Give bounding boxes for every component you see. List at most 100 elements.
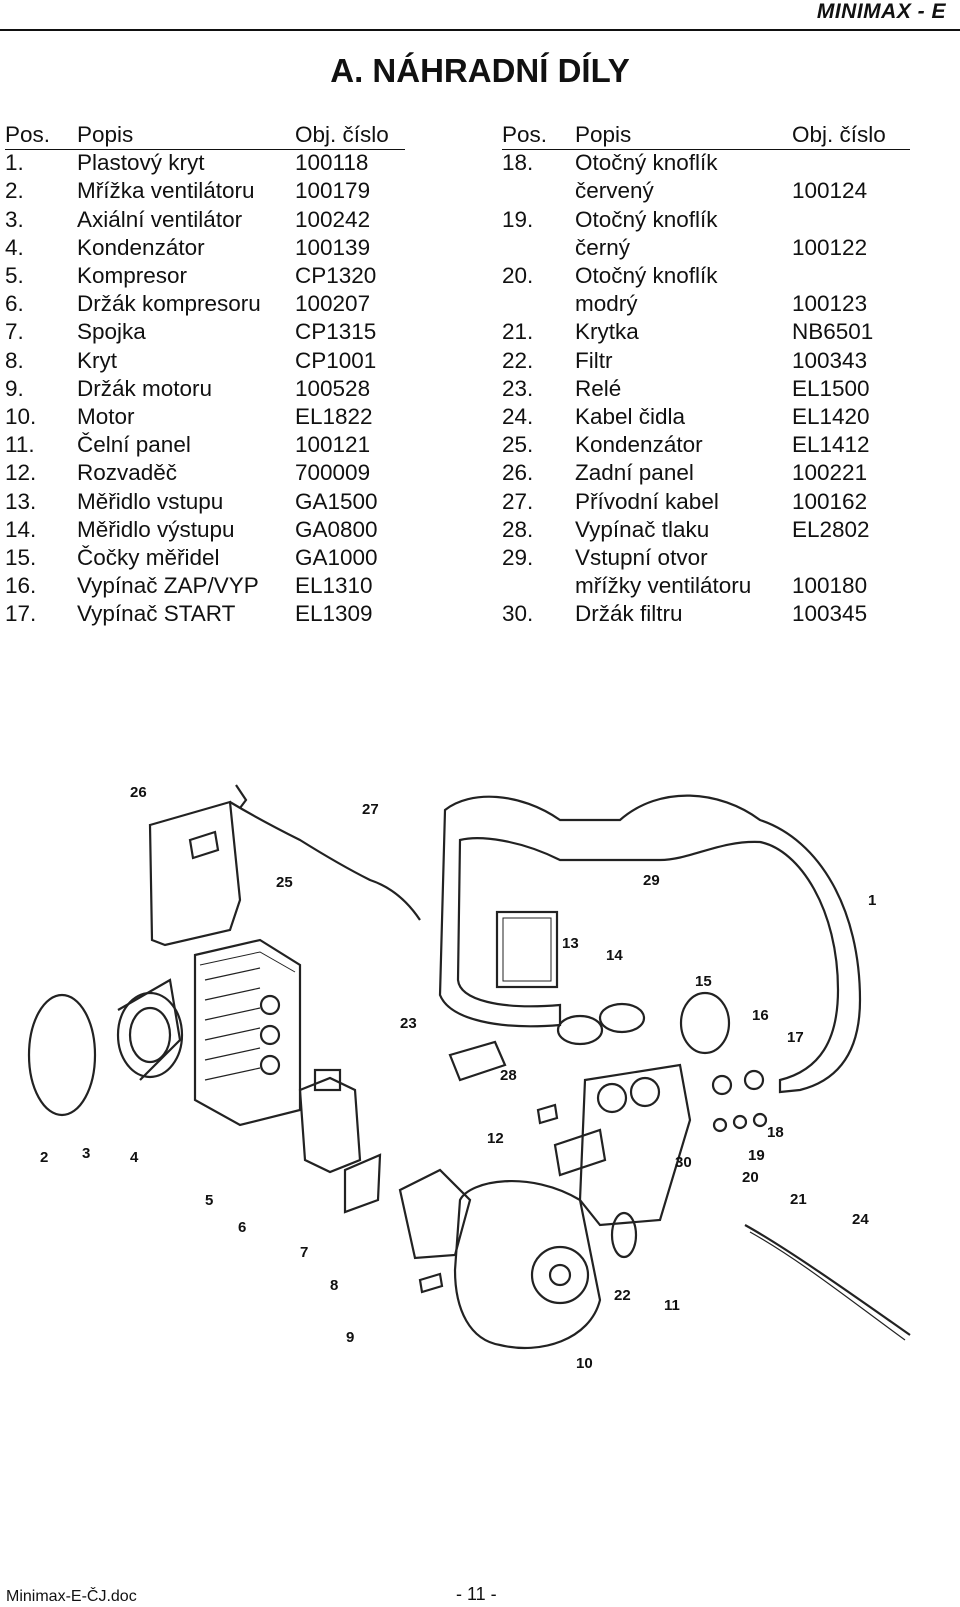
part-position: 24. [502,404,534,429]
part-description: Axiální ventilátor [77,206,243,232]
callout-14: 14 [606,947,623,964]
page-title: A. NÁHRADNÍ DÍLY [330,52,630,89]
part-position: 14. [5,516,37,542]
part-position: 3. [5,206,24,232]
header-rule [0,29,960,31]
part-description: Vypínač START [77,601,236,627]
part-description: Kryt [77,347,118,373]
part-description: Motor [77,404,135,429]
part-description: Otočný knoflík [575,206,718,232]
part-order-number: 100162 [792,488,868,514]
part-position: 7. [5,319,24,345]
part-order-number: 100221 [792,460,868,486]
callout-21: 21 [790,1191,807,1208]
callout-2: 2 [40,1149,48,1166]
part-description: Kondenzátor [77,234,205,260]
callout-17: 17 [787,1029,804,1046]
part-position: 29. [502,545,534,570]
part-order-number: EL1500 [792,375,870,401]
part-order-number: CP1001 [295,347,377,373]
header-cislo: Obj. číslo [295,122,389,147]
part-order-number: 100124 [792,178,868,204]
part-description: mřížky ventilátoru [575,573,752,599]
header-pos: Pos. [502,122,548,147]
callout-26: 26 [130,784,147,801]
callout-13: 13 [562,935,579,952]
part-description: Zadní panel [575,460,694,486]
callout-11: 11 [664,1297,680,1314]
callout-16: 16 [752,1007,769,1024]
part-position: 10. [5,404,37,429]
part-position: 11. [5,432,35,458]
exploded-parts-diagram: 1 2 3 4 5 6 7 8 9 10 11 12 13 14 15 16 1… [27,784,911,1372]
header-popis: Popis [77,122,134,147]
part-order-number: 100179 [295,178,371,204]
part-order-number: 100118 [295,150,369,176]
part-description: Kondenzátor [575,432,703,458]
part-position: 8. [5,347,24,373]
callout-10: 10 [576,1355,593,1372]
part-order-number: EL1822 [295,404,373,429]
part-position: 4. [5,234,24,260]
part-description: Držák filtru [575,601,683,627]
part-description: Rozvaděč [77,460,178,486]
callout-5: 5 [205,1192,213,1209]
part-description: Otočný knoflík [575,263,718,288]
part-position: 2. [5,178,24,204]
callout-29: 29 [643,872,660,889]
part-position: 21. [502,319,534,345]
part-position: 26. [502,460,534,486]
header-popis: Popis [575,122,632,147]
part-order-number: GA1500 [295,488,378,514]
part-position: 20. [502,263,534,288]
part-description: Plastový kryt [77,150,205,176]
part-order-number: CP1315 [295,319,377,345]
part-description: Otočný knoflík [575,150,718,176]
part-position: 19. [502,206,534,232]
part-order-number: 100123 [792,291,868,317]
callout-12: 12 [487,1130,504,1147]
callout-7: 7 [300,1244,308,1261]
part-order-number: 100528 [295,375,371,401]
header-pos: Pos. [5,122,51,147]
part-description: černý [575,234,631,260]
callout-1: 1 [868,892,876,909]
part-description: Čočky měřidel [77,545,220,570]
part-position: 12. [5,460,37,486]
part-order-number: EL2802 [792,516,870,542]
callout-9: 9 [346,1329,354,1346]
part-order-number: NB6501 [792,319,874,345]
callout-28: 28 [500,1067,517,1084]
part-position: 28. [502,516,534,542]
footer-page-number: - 11 - [456,1584,497,1604]
callout-27: 27 [362,801,379,818]
part-order-number: 100345 [792,601,868,627]
part-description: Krytka [575,319,639,345]
callout-20: 20 [742,1169,759,1186]
callout-22: 22 [614,1287,631,1304]
part-position: 23. [502,375,534,401]
part-order-number: 100207 [295,291,371,317]
part-description: Spojka [77,319,146,345]
part-description: Měřidlo vstupu [77,488,224,514]
callout-4: 4 [130,1149,139,1166]
part-description: modrý [575,291,638,317]
callout-19: 19 [748,1147,765,1164]
part-position: 30. [502,601,534,627]
part-position: 17. [5,601,37,627]
part-order-number: GA1000 [295,545,378,570]
footer-filename: Minimax-E-ČJ.doc [6,1588,137,1605]
part-order-number: 100122 [792,234,868,260]
part-description: Měřidlo výstupu [77,516,235,542]
part-description: Relé [575,375,622,401]
part-description: Vstupní otvor [575,545,708,570]
part-order-number: 100242 [295,206,371,232]
part-position: 5. [5,263,24,288]
callout-8: 8 [330,1277,338,1294]
part-description: Čelní panel [77,432,191,458]
part-position: 25. [502,432,534,458]
part-description: Držák kompresoru [77,291,261,317]
part-position: 1. [5,150,24,176]
callout-18: 18 [767,1124,784,1141]
callout-3: 3 [82,1145,90,1162]
